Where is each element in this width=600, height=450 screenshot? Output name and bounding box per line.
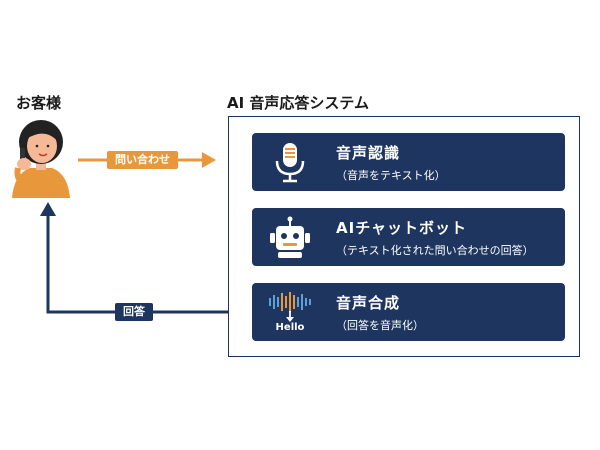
module-speech-recognition: 音声認識 （音声をテキスト化） bbox=[252, 133, 565, 191]
robot-icon bbox=[270, 216, 310, 258]
customer-label: お客様 bbox=[16, 94, 62, 112]
soundwave-icon bbox=[269, 292, 311, 322]
customer-person-icon bbox=[12, 120, 70, 198]
answer-label: 回答 bbox=[115, 303, 153, 321]
inquiry-arrow-head bbox=[202, 152, 216, 168]
inquiry-label: 問い合わせ bbox=[107, 151, 178, 169]
module-title: 音声認識 bbox=[336, 144, 401, 162]
soundwave-icon-group: Hello bbox=[266, 289, 314, 335]
module-subtitle: （音声をテキスト化） bbox=[336, 169, 446, 182]
microphone-icon bbox=[275, 143, 305, 183]
answer-arrow-line bbox=[46, 214, 228, 314]
module-speech-synthesis: Hello 音声合成 （回答を音声化） bbox=[252, 283, 565, 341]
hello-text: Hello bbox=[275, 322, 305, 333]
system-title: AI 音声応答システム bbox=[227, 94, 369, 112]
answer-arrow-head bbox=[40, 202, 56, 216]
module-title: 音声合成 bbox=[336, 294, 401, 312]
module-subtitle: （回答を音声化） bbox=[336, 319, 424, 332]
module-ai-chatbot: AIチャットボット （テキスト化された問い合わせの回答） bbox=[252, 208, 565, 266]
module-title: AIチャットボット bbox=[336, 219, 468, 237]
module-subtitle: （テキスト化された問い合わせの回答） bbox=[336, 244, 534, 257]
